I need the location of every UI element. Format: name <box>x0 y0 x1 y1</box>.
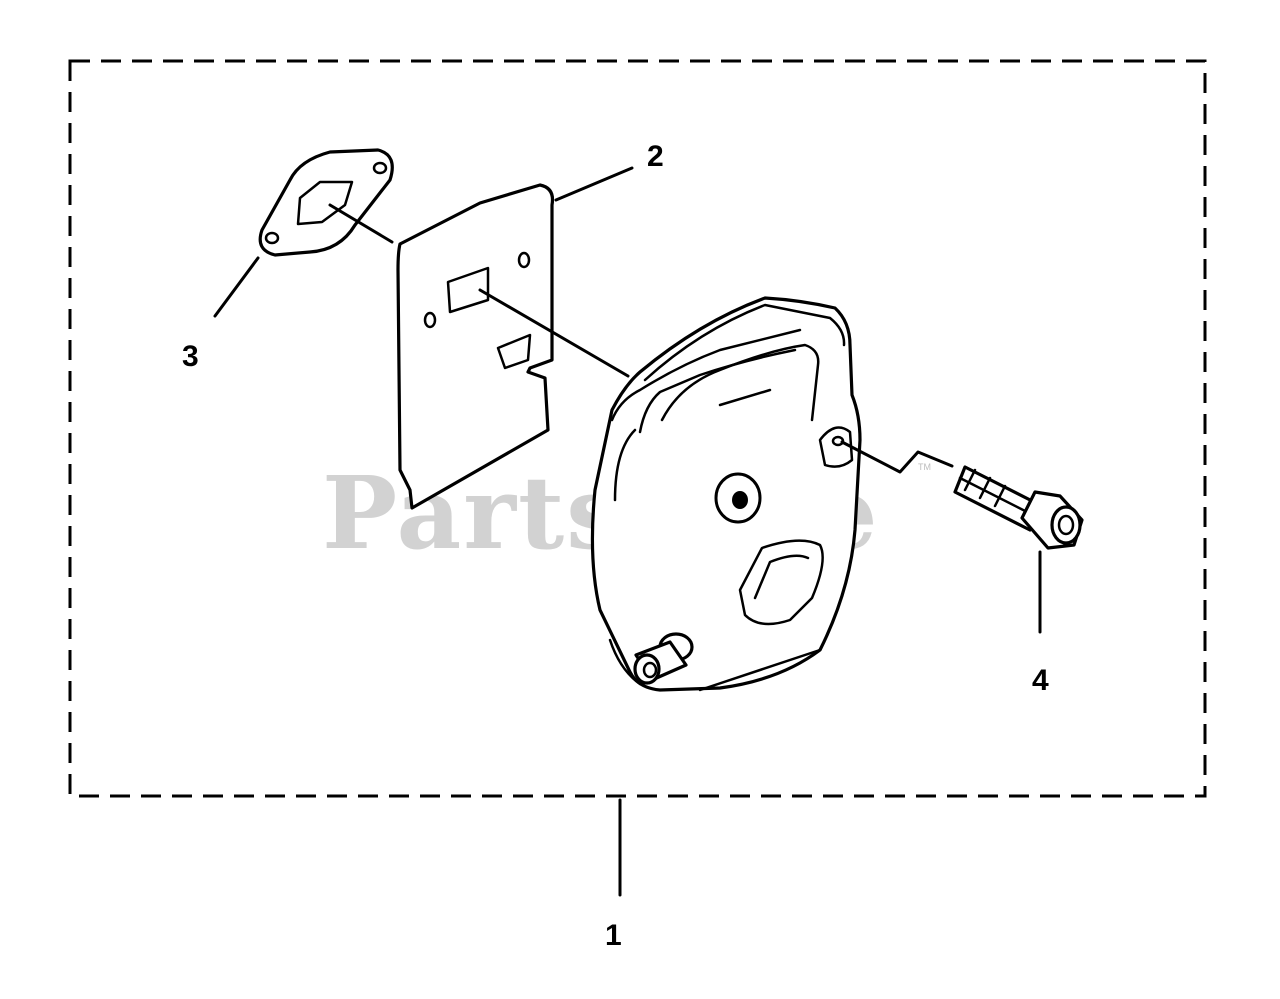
callout-2: 2 <box>647 140 664 173</box>
watermark-trademark: TM <box>918 462 931 472</box>
explode-line-plate <box>478 288 630 378</box>
callout-4: 4 <box>1032 664 1049 697</box>
leader-line-3 <box>213 256 260 318</box>
kit-boundary <box>68 59 1207 798</box>
callout-1: 1 <box>605 919 622 952</box>
bolt-part-4 <box>953 465 1084 550</box>
leader-line-2 <box>554 166 634 202</box>
callout-3: 3 <box>182 340 199 373</box>
muffler-part-1 <box>590 296 862 692</box>
gasket-part-3 <box>258 148 394 257</box>
explode-line-bolt <box>840 440 954 474</box>
explode-line-gasket <box>328 203 394 244</box>
leader-lines <box>213 166 1042 897</box>
shield-plate-part-2 <box>396 183 555 510</box>
callouts: 1 2 3 4 <box>182 140 1049 952</box>
